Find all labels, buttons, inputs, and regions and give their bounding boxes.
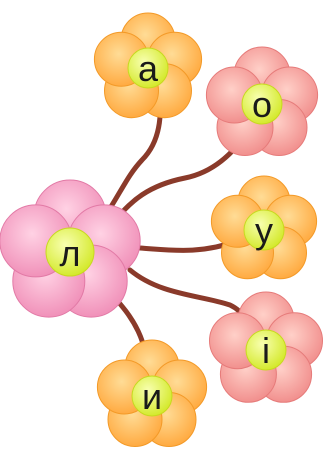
flower-i: і xyxy=(210,292,323,402)
center-letter: л xyxy=(59,233,80,274)
flower-a: а xyxy=(94,13,201,118)
flower-y: и xyxy=(97,340,206,447)
flower-letter: у xyxy=(255,210,273,251)
flower-o: о xyxy=(206,47,317,156)
center-flower: л xyxy=(0,180,140,317)
flower-letter: а xyxy=(138,48,159,89)
flower-u: у xyxy=(211,176,316,279)
flower-letter: і xyxy=(262,330,270,371)
flower-letter: о xyxy=(252,84,272,125)
flower-letter: и xyxy=(142,376,162,417)
